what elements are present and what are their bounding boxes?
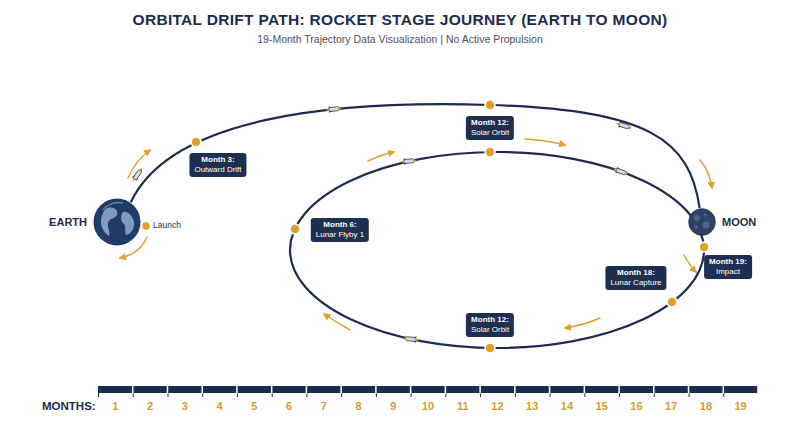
earth-highlight bbox=[103, 203, 123, 210]
milestone-callout: Month 6:Lunar Flyby 1 bbox=[311, 218, 369, 242]
direction-arrow bbox=[324, 314, 350, 330]
callout-event: Lunar Capture bbox=[610, 278, 661, 288]
month-number: 4 bbox=[203, 400, 237, 412]
timeline-ticks bbox=[98, 393, 758, 397]
callout-event: Lunar Flyby 1 bbox=[316, 230, 364, 240]
moon-globe bbox=[688, 208, 716, 236]
month-number: 8 bbox=[342, 400, 376, 412]
month-number: 10 bbox=[411, 400, 445, 412]
milestone-callout: Month 18:Lunar Capture bbox=[605, 266, 666, 290]
month-number: 12 bbox=[480, 400, 514, 412]
direction-arrow bbox=[525, 139, 565, 145]
direction-arrow bbox=[684, 255, 696, 272]
earth-land bbox=[101, 207, 117, 236]
month-number: 1 bbox=[98, 400, 132, 412]
milestone-callout: Month 12:Solar Orbit bbox=[466, 313, 514, 337]
timeline-dividers bbox=[132, 386, 758, 394]
moon-label: MOON bbox=[722, 216, 756, 228]
moon-node: MOON bbox=[688, 208, 716, 236]
timeline-bar bbox=[98, 386, 758, 395]
launch-label: Launch bbox=[153, 220, 181, 230]
milestone-dot bbox=[485, 100, 495, 110]
month-number: 5 bbox=[237, 400, 271, 412]
rocket-icon bbox=[400, 157, 416, 166]
direction-arrow bbox=[565, 318, 600, 328]
earth-node: EARTH bbox=[93, 198, 141, 246]
launch-dot bbox=[142, 222, 151, 231]
diagram-title: ORBITAL DRIFT PATH: ROCKET STAGE JOURNEY… bbox=[0, 11, 800, 29]
inner-orbit-path bbox=[290, 152, 704, 348]
trajectory-path bbox=[131, 104, 700, 208]
milestone-callout: Month 12:Solar Orbit bbox=[466, 116, 514, 140]
milestone-dot bbox=[667, 297, 677, 307]
month-number: 18 bbox=[689, 400, 723, 412]
month-number: 11 bbox=[446, 400, 480, 412]
callout-month: Month 12: bbox=[471, 315, 509, 325]
rocket-icon bbox=[612, 165, 629, 177]
timeline-track bbox=[98, 386, 758, 393]
earth-globe bbox=[93, 198, 141, 246]
moon-crater bbox=[694, 225, 698, 229]
milestone-dot bbox=[485, 147, 495, 157]
moon-crater bbox=[703, 213, 706, 216]
month-number: 14 bbox=[550, 400, 584, 412]
earth-land bbox=[121, 212, 134, 235]
earth-label: EARTH bbox=[49, 216, 87, 228]
month-number: 6 bbox=[272, 400, 306, 412]
month-number: 9 bbox=[376, 400, 410, 412]
callout-event: Solar Orbit bbox=[471, 128, 509, 138]
moon-crater bbox=[702, 221, 709, 228]
callout-month: Month 19: bbox=[709, 257, 747, 267]
milestone-dot bbox=[290, 224, 300, 234]
callout-month: Month 3: bbox=[194, 155, 241, 165]
rocket-icon bbox=[130, 167, 145, 184]
callout-event: Outward Drift bbox=[194, 165, 241, 175]
rocket-icon bbox=[325, 105, 341, 114]
direction-arrow bbox=[368, 152, 394, 161]
month-number: 13 bbox=[515, 400, 549, 412]
milestone-callout: Month 19:Impact bbox=[704, 255, 752, 279]
timeline-heading: MONTHS: bbox=[42, 400, 96, 412]
rocket-icon bbox=[615, 120, 632, 131]
milestone-dot bbox=[699, 242, 709, 252]
month-number: 19 bbox=[724, 400, 758, 412]
rocket-icons bbox=[130, 105, 632, 344]
callout-month: Month 6: bbox=[316, 220, 364, 230]
moon-crater bbox=[694, 215, 700, 221]
month-number: 7 bbox=[307, 400, 341, 412]
month-number: 3 bbox=[168, 400, 202, 412]
callout-month: Month 18: bbox=[610, 268, 661, 278]
diagram-subtitle: 19-Month Trajectory Data Visualization |… bbox=[0, 33, 800, 45]
milestone-dot bbox=[485, 343, 495, 353]
rocket-icon bbox=[404, 335, 420, 344]
milestone-dot bbox=[191, 137, 201, 147]
milestone-callout: Month 3:Outward Drift bbox=[189, 153, 246, 177]
earth-disc bbox=[94, 199, 141, 246]
month-number: 2 bbox=[133, 400, 167, 412]
month-number: 15 bbox=[585, 400, 619, 412]
callout-month: Month 12: bbox=[471, 118, 509, 128]
milestone-dots bbox=[142, 100, 710, 353]
month-number: 17 bbox=[654, 400, 688, 412]
callout-event: Impact bbox=[709, 267, 747, 277]
moon-disc bbox=[689, 209, 716, 236]
month-number: 16 bbox=[619, 400, 653, 412]
direction-arrows bbox=[120, 139, 712, 330]
callout-event: Solar Orbit bbox=[471, 325, 509, 335]
direction-arrow bbox=[700, 160, 712, 188]
